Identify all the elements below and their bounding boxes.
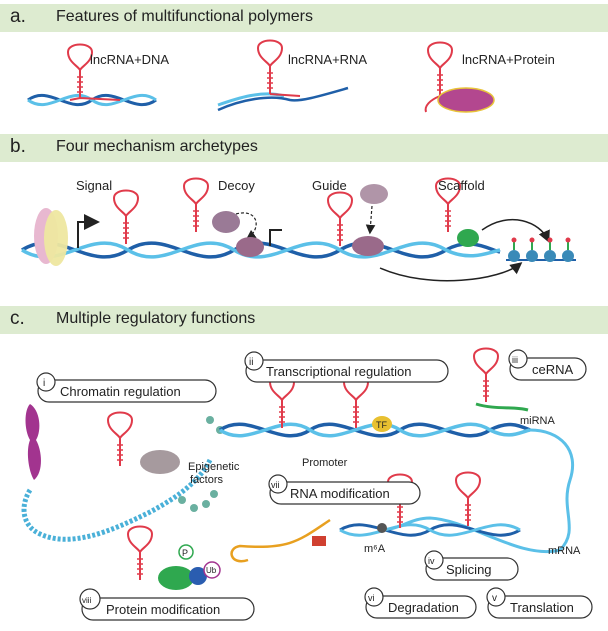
- label-lncrna-rna: lncRNA+RNA: [288, 52, 367, 67]
- panel-b-header: b. Four mechanism archetypes: [0, 134, 608, 162]
- function-box-protein-modification: viii Protein modification: [79, 588, 255, 621]
- label-lncrna-dna: lncRNA+DNA: [90, 52, 169, 67]
- m6a-mark: [377, 523, 387, 533]
- label-tf: TF: [376, 420, 387, 430]
- scaffold-complex: [379, 177, 550, 282]
- modified-protein: [158, 566, 194, 590]
- label-transcriptional: Transcriptional regulation: [266, 364, 411, 379]
- label-scaffold: Scaffold: [438, 178, 485, 193]
- guide-complex: [327, 184, 388, 256]
- function-box-degradation: vi Degradation: [364, 587, 477, 619]
- chromosome: [25, 404, 41, 480]
- label-protein-modification: Protein modification: [106, 602, 220, 617]
- panel-a-letter: a.: [10, 6, 26, 27]
- mirna-strand: [475, 402, 529, 412]
- label-translation: Translation: [510, 600, 574, 615]
- label-chromatin: Chromatin regulation: [60, 384, 181, 399]
- panel-c-letter: c.: [10, 308, 25, 329]
- label-epigenetic: Epigenetic: [188, 461, 240, 473]
- num-viii: viii: [82, 596, 92, 605]
- panel-a-protein: [424, 41, 495, 113]
- panel-c-lower-helix: [339, 523, 521, 537]
- protein-mod-lncrna: [127, 525, 153, 581]
- protein-blob: [437, 87, 495, 113]
- label-mrna: mRNA: [548, 545, 581, 557]
- function-box-cerna: iii ceRNA: [508, 349, 587, 381]
- panel-a-header: a. Features of multifunctional polymers: [0, 4, 608, 32]
- panel-b-dna-helix: [21, 241, 501, 259]
- degradation-enzyme: [312, 536, 326, 546]
- label-factors: factors: [190, 474, 224, 486]
- function-box-translation: v Translation: [486, 587, 593, 619]
- chromatin-fiber: [21, 458, 213, 542]
- panel-c-dna-helix: [219, 422, 531, 438]
- panel-c-title: Multiple regulatory functions: [56, 310, 256, 327]
- function-box-splicing: iv Splicing: [424, 550, 519, 581]
- label-signal: Signal: [76, 178, 112, 193]
- panel-a-title: Features of multifunctional polymers: [56, 8, 313, 25]
- label-phospho: P: [182, 548, 188, 558]
- protein-blue: [189, 567, 207, 585]
- label-promoter: Promoter: [302, 457, 348, 469]
- label-m6a: m⁶A: [364, 543, 386, 555]
- ribosome-cluster: [506, 237, 576, 262]
- label-lncrna-protein: lncRNA+Protein: [462, 52, 555, 67]
- num-iii: iii: [512, 355, 518, 365]
- num-v: v: [492, 593, 497, 604]
- panel-a-rna-helix: [217, 39, 349, 112]
- function-box-rna-modification: vii RNA modification: [268, 474, 421, 505]
- panel-b-title: Four mechanism archetypes: [56, 138, 258, 155]
- signal-complex: [34, 189, 139, 266]
- num-vii: vii: [271, 480, 280, 490]
- panel-b-letter: b.: [10, 136, 26, 157]
- num-ii: ii: [249, 357, 253, 368]
- num-vi: vi: [368, 593, 375, 603]
- num-iv: iv: [428, 556, 435, 566]
- mrna-strand: [230, 428, 575, 563]
- panel-a-dna-helix: [27, 93, 157, 107]
- decoy-complex: [183, 177, 282, 257]
- epigenetic-blob: [140, 450, 180, 474]
- label-splicing: Splicing: [446, 562, 492, 577]
- label-rna-modification: RNA modification: [290, 486, 390, 501]
- tf-blob: [372, 416, 392, 432]
- panel-a-lncrna-dna: [67, 43, 121, 101]
- label-decoy: Decoy: [218, 178, 255, 193]
- label-ubiquitin: Ub: [206, 566, 217, 575]
- num-i: i: [43, 378, 45, 389]
- function-box-transcriptional: ii Transcriptional regulation: [244, 351, 449, 383]
- label-cerna: ceRNA: [532, 362, 574, 377]
- panel-c-header: c. Multiple regulatory functions: [0, 306, 608, 334]
- chromatin-lncrna: [107, 411, 133, 467]
- translation-lncrna: [455, 471, 481, 527]
- label-mirna: miRNA: [520, 415, 555, 427]
- function-box-chromatin: i Chromatin regulation: [36, 372, 217, 403]
- label-guide: Guide: [312, 178, 347, 193]
- label-degradation: Degradation: [388, 600, 459, 615]
- cerna-lncrna: [473, 347, 499, 403]
